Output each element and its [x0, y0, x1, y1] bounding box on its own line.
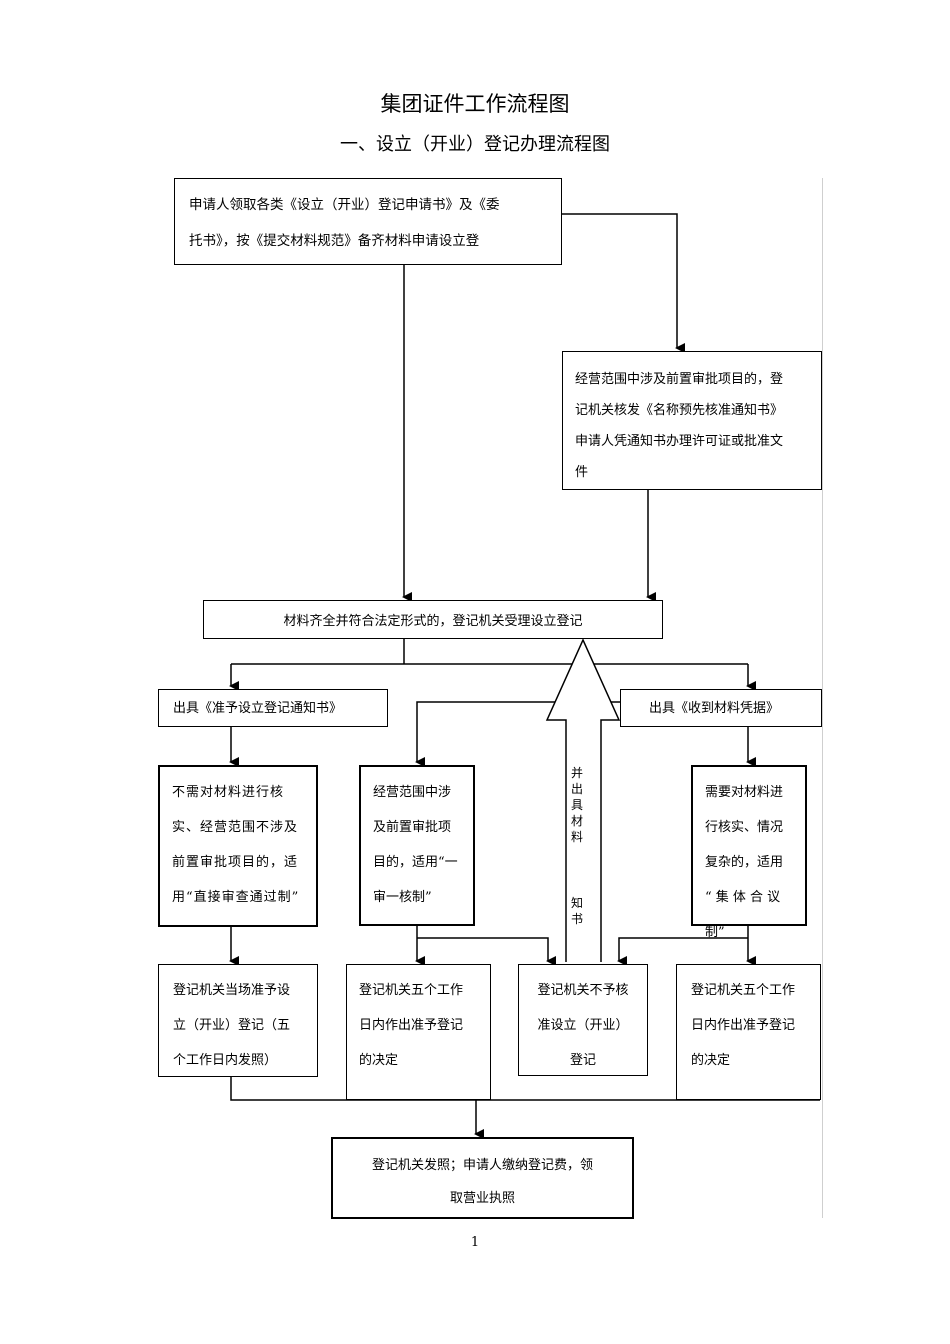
prior-approval-box: 经营范围中涉及前置审批项目的，登 记机关核发《名称预先核准通知书》 申请人凭通知…	[562, 351, 822, 490]
reject-box: 登记机关不予核 准设立（开业） 登记	[518, 964, 648, 1076]
approve-notice-box: 出具《准予设立登记通知书》	[158, 689, 388, 727]
apply-box: 申请人领取各类《设立（开业）登记申请书》及《委 托书》，按《提交材料规范》备齐材…	[174, 178, 562, 265]
connector-receipt-onereview	[415, 701, 620, 767]
one-review-box: 经营范围中涉 及前置审批项 目的，适用“一 审一核制”	[359, 765, 475, 926]
receipt-box: 出具《收到材料凭据》	[620, 689, 822, 727]
onsite-approve-box: 登记机关当场准予设 立（开业）登记（五 个工作日内发照）	[158, 964, 318, 1077]
license-box: 登记机关发照；申请人缴纳登记费，领 取营业执照	[331, 1137, 634, 1219]
connector-collective-reject	[617, 937, 748, 966]
section-title: 一、设立（开业）登记办理流程图	[340, 134, 610, 155]
connector-onereview-reject	[417, 937, 556, 966]
return-arrow-reject-accept	[545, 638, 621, 962]
five-days-box-b: 登记机关五个工作 日内作出准予登记 的决定	[676, 964, 821, 1100]
page-number: 1	[470, 1235, 480, 1250]
direct-review-box: 不需对材料进行核 实、经营范围不涉及 前置审批项目的，适 用“直接审查通过制”	[158, 765, 318, 927]
return-arrow-label: 并 出 具 材 料 知 书	[570, 766, 583, 926]
connector-apply-prior	[562, 213, 685, 353]
five-days-box-a: 登记机关五个工作 日内作出准予登记 的决定	[346, 964, 491, 1100]
page-title: 集团证件工作流程图	[380, 92, 570, 116]
collective-box: 需要对材料进 行核实、情况 复杂的，适用 “ 集 体 合 议 制”	[691, 765, 807, 940]
accept-box: 材料齐全并符合法定形式的，登记机关受理设立登记	[203, 600, 663, 639]
page-margin-line	[822, 178, 823, 1218]
